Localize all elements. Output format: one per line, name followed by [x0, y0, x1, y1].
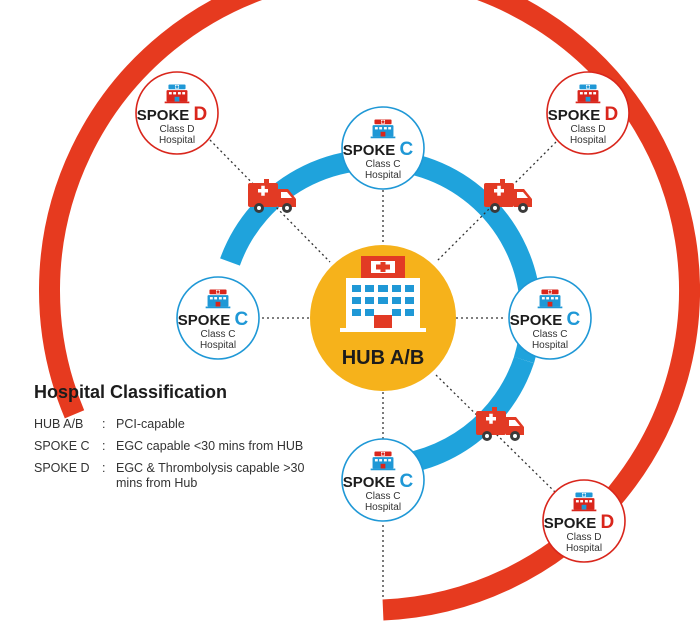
- spoke-letter: C: [399, 139, 413, 160]
- legend-title: Hospital Classification: [34, 382, 228, 402]
- spoke-class: Class C: [200, 329, 235, 340]
- legend-key: SPOKE D: [34, 461, 90, 475]
- spoke-word: SPOKE: [548, 107, 601, 124]
- legend-row-hub: HUB A/B : PCI-capable: [34, 417, 334, 432]
- hub-hospital-icon: [340, 256, 426, 332]
- spoke-label: SPOKE D: [544, 512, 614, 533]
- legend-key: HUB A/B: [34, 417, 84, 431]
- legend-desc: PCI-capable: [116, 417, 185, 431]
- spoke-word: SPOKE: [178, 312, 231, 329]
- spoke-class: Class C: [365, 159, 400, 170]
- spoke-class: Class D: [159, 124, 194, 135]
- spoke-type: Hospital: [200, 340, 236, 351]
- spoke-label: SPOKE C: [343, 139, 414, 160]
- hospital-icon: [164, 84, 190, 104]
- spoke-letter: D: [604, 104, 618, 125]
- spoke-word: SPOKE: [510, 312, 563, 329]
- legend-key: SPOKE C: [34, 439, 90, 453]
- hospital-icon: [205, 289, 231, 309]
- spoke-word: SPOKE: [343, 474, 396, 491]
- spoke-label: SPOKE D: [548, 104, 618, 125]
- legend-colon: :: [102, 461, 106, 475]
- spoke-class: Class C: [532, 329, 567, 340]
- spoke-label: SPOKE C: [178, 309, 249, 330]
- spoke-type: Hospital: [365, 170, 401, 181]
- hospital-icon: [571, 492, 597, 512]
- spoke-label: SPOKE D: [137, 104, 207, 125]
- spoke-word: SPOKE: [137, 107, 190, 124]
- hospital-icon: [575, 84, 601, 104]
- spoke-class: Class D: [566, 532, 601, 543]
- ambulance-icon: [476, 407, 524, 441]
- spoke-class: Class C: [365, 491, 400, 502]
- spoke-word: SPOKE: [343, 142, 396, 159]
- spoke-class: Class D: [570, 124, 605, 135]
- legend-desc: EGC & Thrombolysis capable >30 mins from…: [116, 461, 305, 490]
- legend-colon: :: [102, 439, 106, 453]
- spoke-letter: C: [399, 471, 413, 492]
- spoke-word: SPOKE: [544, 515, 597, 532]
- hub-label: HUB A/B: [342, 347, 425, 369]
- legend-row-spoke-c: SPOKE C : EGC capable <30 mins from HUB: [34, 439, 334, 454]
- spoke-letter: D: [600, 512, 614, 533]
- legend-desc: EGC capable <30 mins from HUB: [116, 439, 304, 453]
- hospital-icon: [370, 451, 396, 471]
- spoke-type: Hospital: [532, 340, 568, 351]
- spoke-type: Hospital: [566, 543, 602, 554]
- spoke-label: SPOKE C: [510, 309, 581, 330]
- hospital-icon: [537, 289, 563, 309]
- legend-colon: :: [102, 417, 106, 431]
- hospital-icon: [370, 119, 396, 139]
- spoke-type: Hospital: [159, 135, 195, 146]
- spoke-label: SPOKE C: [343, 471, 414, 492]
- spoke-type: Hospital: [365, 502, 401, 513]
- legend-row-spoke-d: SPOKE D : EGC & Thrombolysis capable >30…: [34, 461, 334, 491]
- spoke-type: Hospital: [570, 135, 606, 146]
- spoke-letter: C: [234, 309, 248, 330]
- ambulance-icon: [484, 179, 532, 213]
- hub-node: HUB A/B: [310, 245, 456, 391]
- spoke-letter: D: [193, 104, 207, 125]
- legend: Hospital Classification HUB A/B : PCI-ca…: [34, 382, 334, 498]
- spoke-letter: C: [566, 309, 580, 330]
